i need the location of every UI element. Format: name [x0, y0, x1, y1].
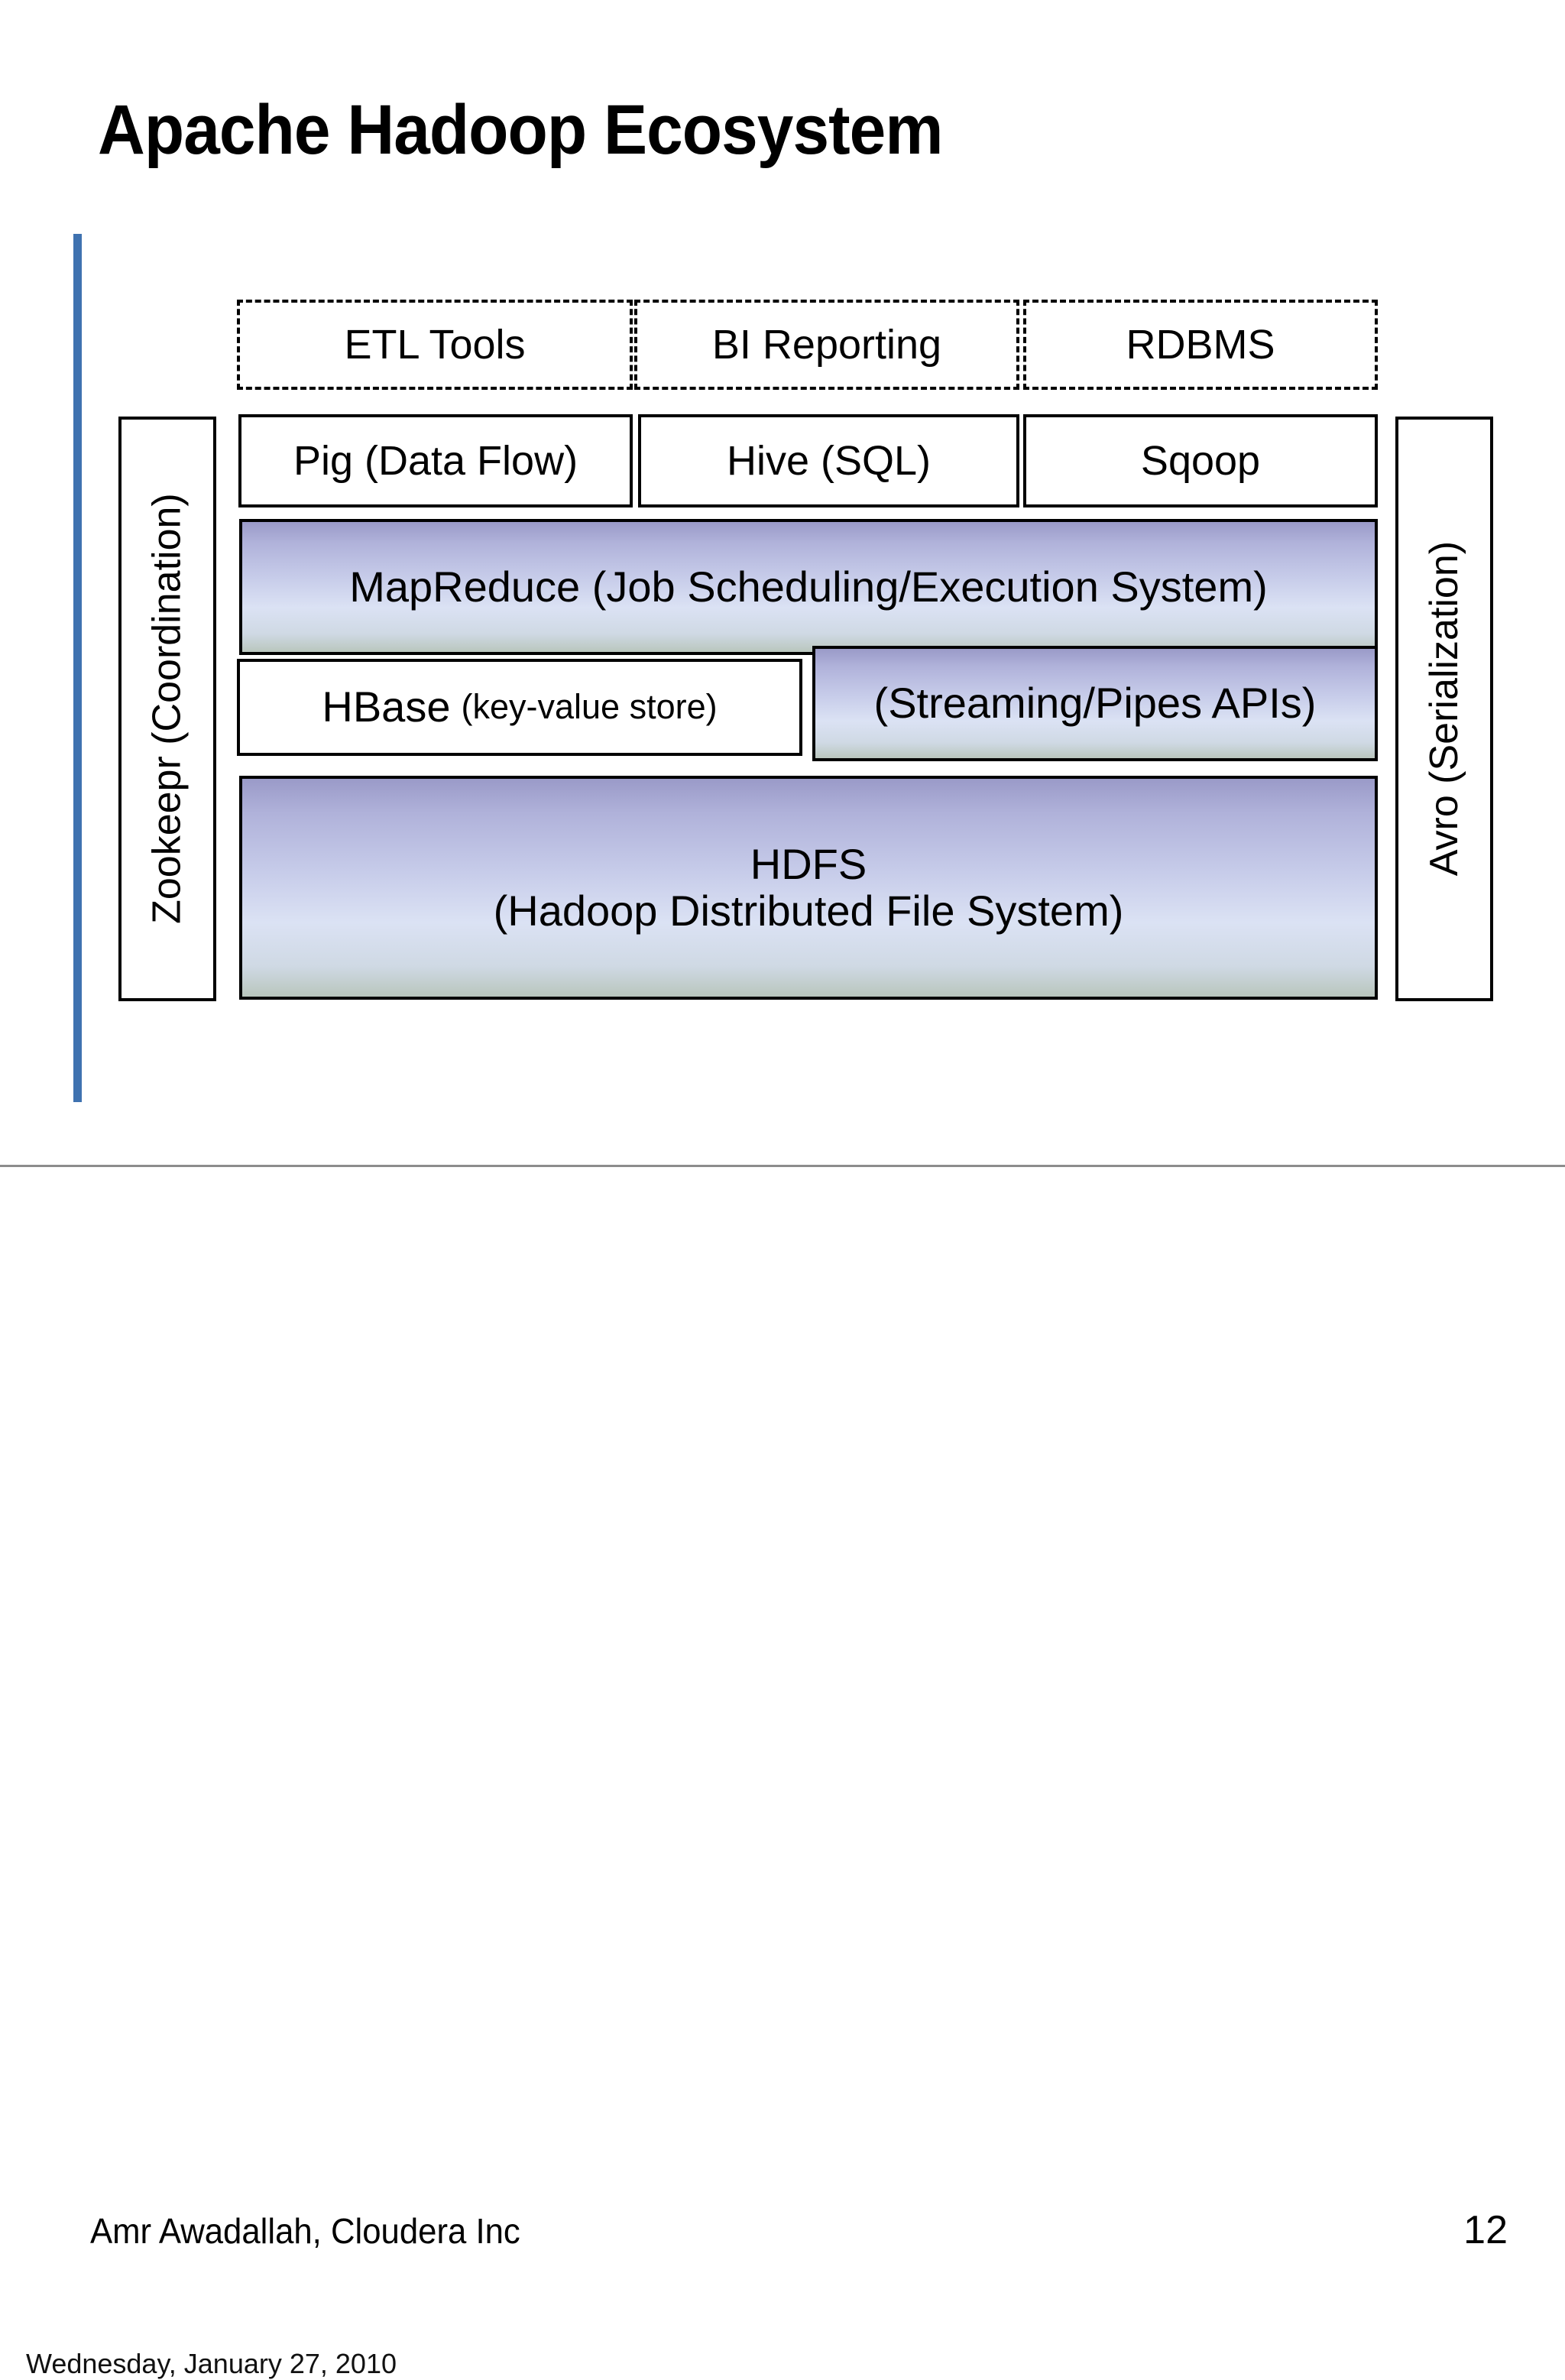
component-label-pig: Pig (Data Flow) — [293, 437, 578, 484]
date-strip: Wednesday, January 27, 2010 — [0, 1169, 1565, 2379]
component-box-hive: Hive (SQL) — [638, 414, 1019, 507]
hadoop-ecosystem-diagram: ETL Tools BI Reporting RDBMS Pig (Data F… — [0, 0, 1565, 1101]
external-tool-label-rdbms: RDBMS — [1126, 321, 1275, 368]
presentation-date: Wednesday, January 27, 2010 — [26, 2348, 397, 2379]
slide-canvas: Apache Hadoop Ecosystem ETL Tools BI Rep… — [0, 0, 1565, 1167]
slide-footer: Amr Awadallah, Cloudera Inc 12 — [0, 1101, 1565, 2252]
external-tool-label-etl: ETL Tools — [344, 321, 526, 368]
component-box-hdfs: HDFS (Hadoop Distributed File System) — [239, 776, 1378, 1000]
accent-bar — [73, 234, 82, 1102]
footer-page-number: 12 — [1463, 2208, 1508, 2252]
component-label-hdfs: HDFS — [750, 840, 867, 889]
external-tool-box-rdbms: RDBMS — [1023, 300, 1378, 390]
component-sublabel-hdfs: (Hadoop Distributed File System) — [493, 886, 1124, 935]
component-sublabel-hbase: (key-value store) — [461, 687, 718, 727]
external-tool-label-bi-reporting: BI Reporting — [711, 321, 942, 368]
component-label-sqoop: Sqoop — [1140, 437, 1261, 484]
component-box-hbase: HBase (key-value store) — [237, 659, 802, 756]
component-box-streaming-pipes-apis: (Streaming/Pipes APIs) — [812, 646, 1378, 761]
component-label-hbase: HBase — [322, 683, 451, 731]
footer-author: Amr Awadallah, Cloudera Inc — [90, 2211, 520, 2251]
page-title: Apache Hadoop Ecosystem — [98, 91, 943, 169]
external-tool-box-etl: ETL Tools — [237, 300, 633, 390]
component-box-sqoop: Sqoop — [1023, 414, 1378, 507]
component-box-mapreduce: MapReduce (Job Scheduling/Execution Syst… — [239, 519, 1378, 655]
component-label-zookeeper: Zookeepr (Coordination) — [144, 493, 190, 925]
component-label-streaming-pipes-apis: (Streaming/Pipes APIs) — [873, 679, 1317, 728]
component-label-avro: Avro (Serialization) — [1421, 541, 1466, 877]
component-box-pig: Pig (Data Flow) — [238, 414, 633, 507]
external-tool-box-bi-reporting: BI Reporting — [634, 300, 1019, 390]
component-box-avro: Avro (Serialization) — [1395, 417, 1493, 1001]
component-label-hive: Hive (SQL) — [726, 437, 932, 484]
component-box-zookeeper: Zookeepr (Coordination) — [118, 417, 216, 1001]
component-label-mapreduce: MapReduce (Job Scheduling/Execution Syst… — [349, 562, 1268, 611]
